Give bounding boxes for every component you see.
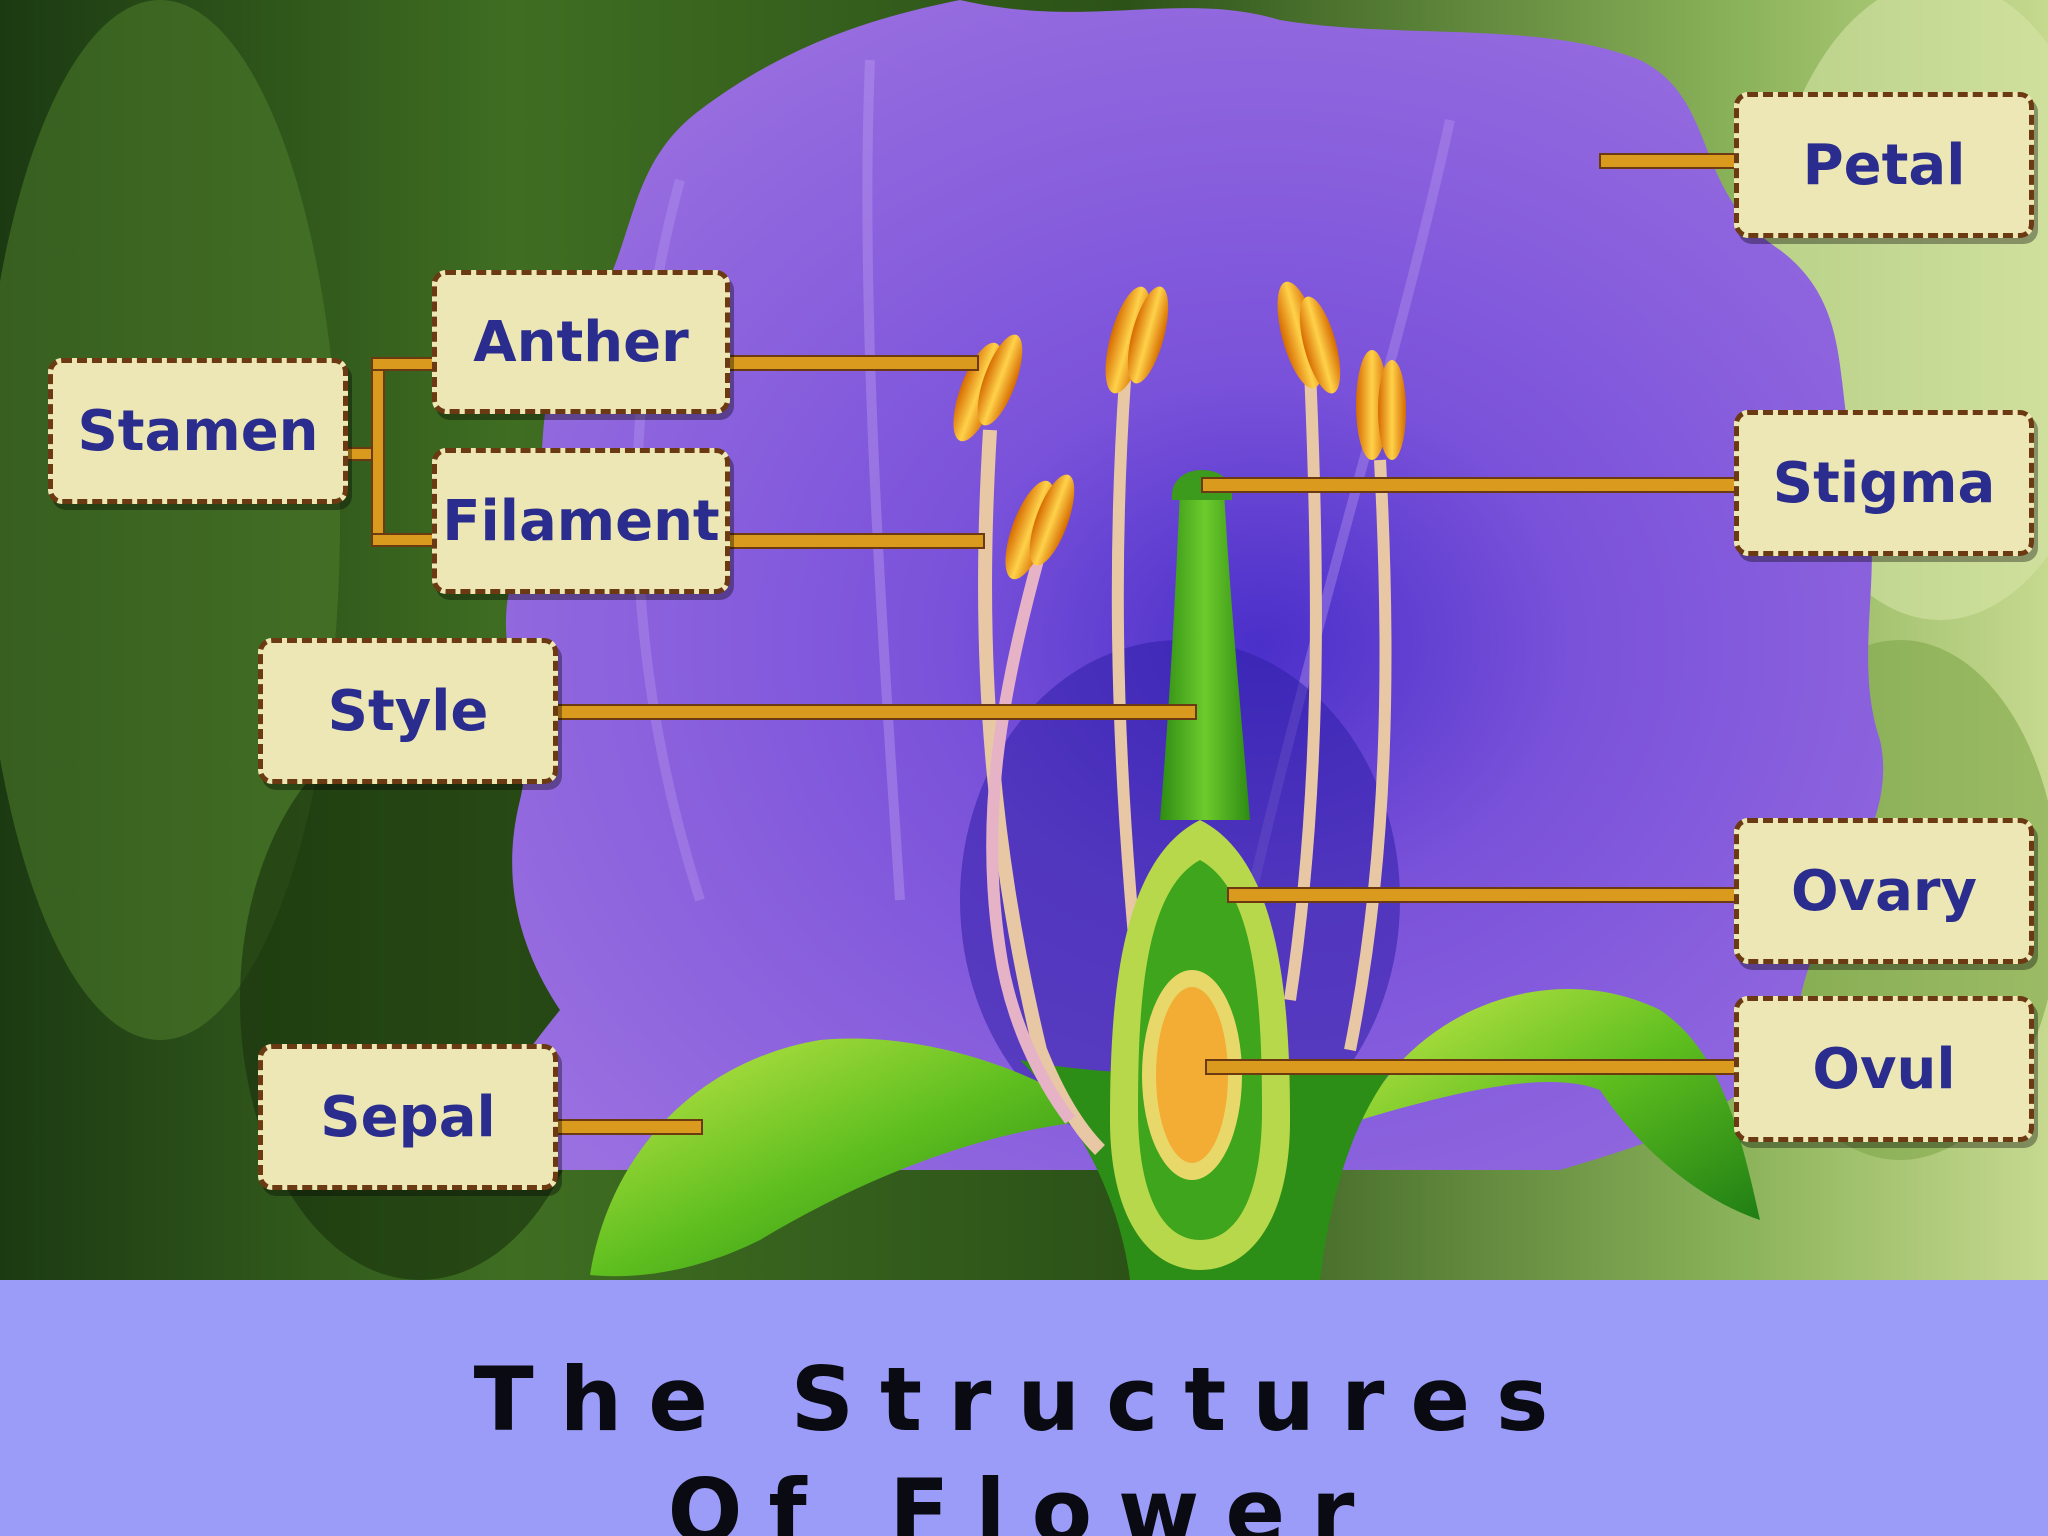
- label-ovul: Ovul: [1734, 996, 2034, 1142]
- label-petal-text: Petal: [1802, 132, 1966, 198]
- stamen-bracket-top: [371, 357, 435, 371]
- leader-line-petal: [1599, 153, 1737, 169]
- pistil-style: [1160, 490, 1250, 820]
- leader-lines: [345, 153, 1737, 1135]
- anther-cluster: [953, 281, 1406, 580]
- sepal-leaf-left: [590, 1038, 1100, 1277]
- label-ovul-text: Ovul: [1812, 1036, 1956, 1102]
- filament: [1344, 459, 1392, 1052]
- leader-line-sepal: [555, 1119, 703, 1135]
- label-sepal: Sepal: [258, 1044, 558, 1190]
- label-stamen: Stamen: [48, 358, 348, 504]
- filament: [986, 558, 1075, 1124]
- label-stigma: Stigma: [1734, 410, 2034, 556]
- sepal-leaf-right: [1360, 988, 1760, 1220]
- ovules-core: [1156, 987, 1228, 1163]
- leader-line-style: [555, 704, 1197, 720]
- page-title: The Structures Of Flower: [473, 1348, 1575, 1536]
- label-filament-text: Filament: [442, 488, 720, 554]
- label-style-text: Style: [327, 678, 489, 744]
- label-style: Style: [258, 638, 558, 784]
- leader-line-filament: [725, 533, 985, 549]
- leader-line-ovary: [1227, 887, 1737, 903]
- label-stamen-text: Stamen: [77, 398, 319, 464]
- label-sepal-text: Sepal: [320, 1084, 496, 1150]
- label-filament: Filament: [432, 448, 730, 594]
- label-ovary-text: Ovary: [1790, 858, 1978, 924]
- label-stigma-text: Stigma: [1772, 450, 1996, 516]
- title-banner: [0, 1280, 2048, 1536]
- flower-illustration: [0, 0, 2048, 1280]
- label-anther-text: Anther: [473, 309, 689, 375]
- background-blur: [0, 0, 340, 1040]
- stamen-bracket-vertical: [371, 359, 385, 547]
- label-petal: Petal: [1734, 92, 2034, 238]
- label-ovary: Ovary: [1734, 818, 2034, 964]
- filament: [1284, 369, 1322, 1001]
- leader-line-stigma: [1201, 477, 1737, 493]
- leader-line-anther: [725, 355, 979, 371]
- leader-line-ovul: [1205, 1059, 1737, 1075]
- petal-vein: [862, 59, 905, 901]
- label-anther: Anther: [432, 270, 730, 414]
- stamen-bracket-bottom: [371, 533, 435, 547]
